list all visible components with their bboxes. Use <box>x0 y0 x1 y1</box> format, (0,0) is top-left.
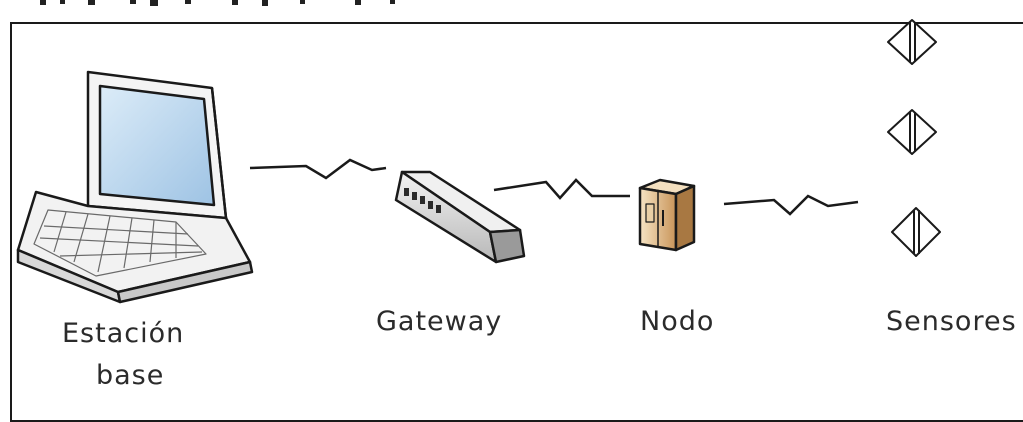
sensor-icon <box>887 109 937 155</box>
clipped-caption-text <box>40 0 395 6</box>
wireless-link-2 <box>493 178 630 200</box>
base-station-label-line1: Estación <box>62 318 185 349</box>
sensor-icon <box>891 207 941 257</box>
wireless-link-3 <box>723 194 859 216</box>
node-label: Nodo <box>640 306 715 337</box>
sensor-icon <box>887 19 937 65</box>
wireless-link-1 <box>249 158 387 180</box>
node-device-icon <box>638 178 696 252</box>
laptop-icon <box>16 70 254 304</box>
gateway-label: Gateway <box>376 306 503 337</box>
sensors-label: Sensores <box>886 306 1017 337</box>
gateway-switch-icon <box>394 170 526 264</box>
base-station-label-line2: base <box>96 360 165 391</box>
